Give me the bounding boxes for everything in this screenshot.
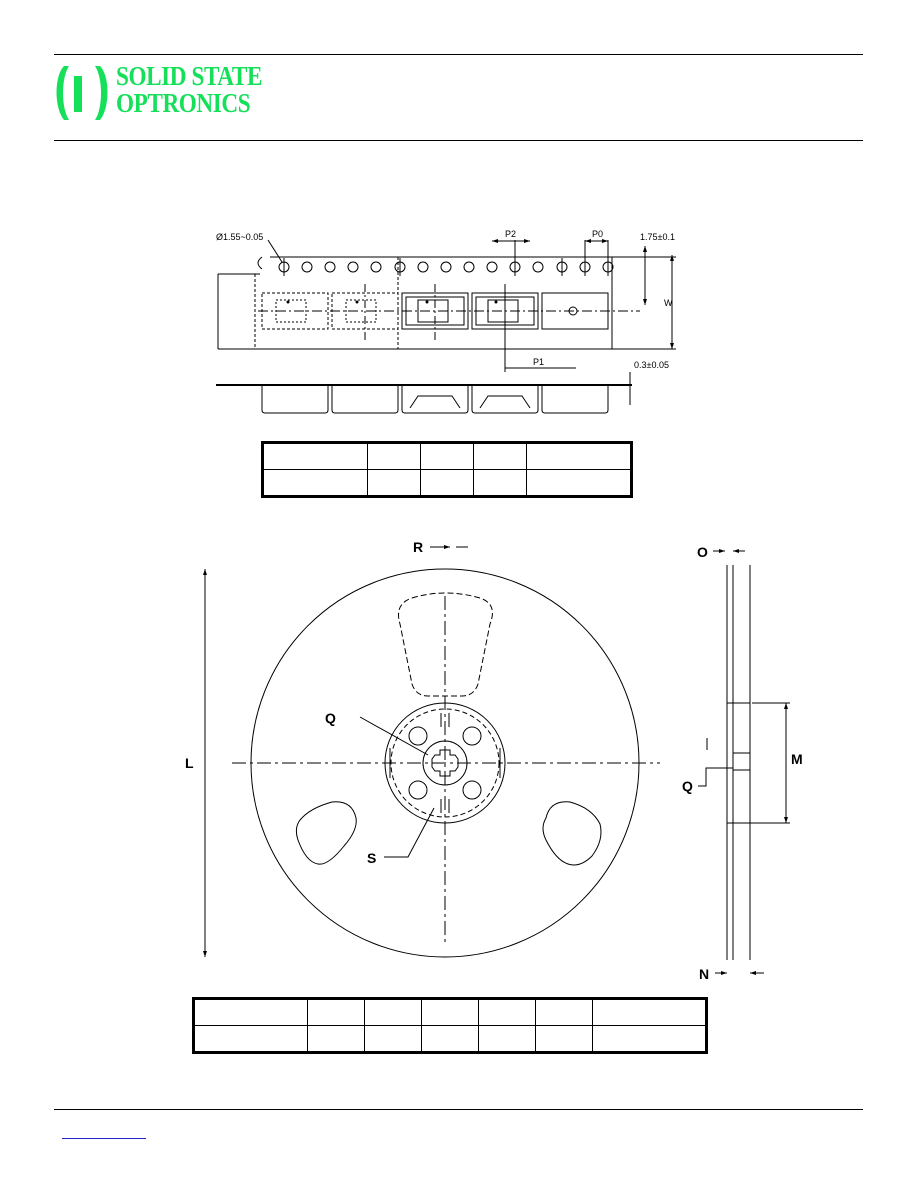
reel-m-label: M <box>791 751 803 767</box>
table-cell <box>193 998 308 1026</box>
reel-q-side-label: Q <box>682 778 693 794</box>
table-cell <box>307 998 365 1026</box>
footer-rule <box>54 1109 863 1110</box>
table-row <box>193 998 707 1026</box>
reel-n-label: N <box>699 966 709 982</box>
table-cell <box>193 1025 308 1053</box>
table-cell <box>478 998 536 1026</box>
reel-s-label: S <box>367 850 376 866</box>
p1-label: P1 <box>533 357 544 367</box>
reel-q-front-label: Q <box>325 710 336 726</box>
table-cell <box>420 469 474 497</box>
table-cell <box>472 469 527 497</box>
tape-side-view <box>216 372 632 414</box>
width-w-label: W <box>664 298 673 308</box>
table-cell <box>592 1025 707 1053</box>
reel-o-label: O <box>697 544 708 560</box>
hole-diameter-label: Ø1.55~0.05 <box>216 232 263 242</box>
tape-dimension-table <box>261 441 633 498</box>
table-cell <box>261 469 369 497</box>
table-cell <box>592 998 707 1026</box>
company-name-line1: SOLID STATE <box>116 61 263 91</box>
table-row <box>261 469 633 497</box>
reel-dimension-table <box>192 997 708 1054</box>
table-cell <box>364 1025 422 1053</box>
table-row <box>261 442 633 470</box>
table-cell <box>421 1025 479 1053</box>
table-cell <box>478 1025 536 1053</box>
table-cell <box>535 998 593 1026</box>
edge-dim-label: 1.75±0.1 <box>640 232 675 242</box>
p0-label: P0 <box>592 229 603 239</box>
reel-l-label: L <box>185 755 194 771</box>
header-bottom-rule <box>54 140 863 141</box>
reel-r-label: R <box>413 539 423 555</box>
table-row <box>193 1025 707 1053</box>
header-top-rule <box>54 54 863 55</box>
table-cell <box>307 1025 365 1053</box>
footer-link[interactable] <box>62 1138 146 1139</box>
table-cell <box>367 469 422 497</box>
thickness-label: 0.3±0.05 <box>634 360 669 370</box>
table-cell <box>364 998 422 1026</box>
table-cell <box>535 1025 593 1053</box>
table-cell <box>525 469 633 497</box>
table-cell <box>261 442 369 470</box>
p2-label: P2 <box>505 229 516 239</box>
table-cell <box>421 998 479 1026</box>
table-cell <box>420 442 474 470</box>
company-logo <box>56 66 108 120</box>
company-name: SOLID STATE OPTRONICS <box>116 63 262 117</box>
company-name-line2: OPTRONICS <box>116 88 251 118</box>
